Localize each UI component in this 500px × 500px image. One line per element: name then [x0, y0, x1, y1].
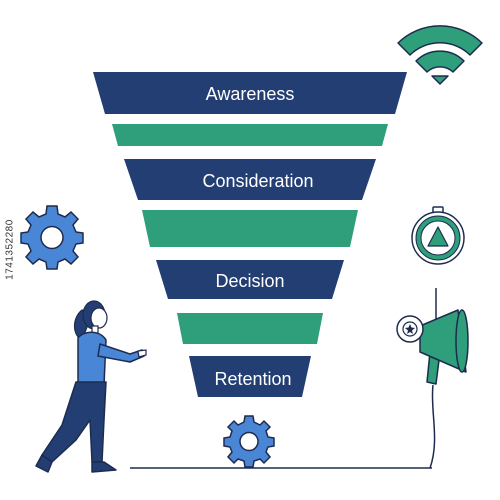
funnel-stage-consideration-band: [124, 159, 376, 200]
funnel-stage-consideration-label: Consideration: [202, 171, 313, 191]
image-id-text: 1741352280: [4, 219, 16, 280]
funnel-stage-awareness-band: [93, 72, 407, 114]
funnel-stage-retention-band: [189, 356, 311, 397]
funnel: Awareness Consideration Decision Retenti…: [93, 72, 407, 397]
funnel-band-green-1: [112, 124, 388, 146]
funnel-band-green-3: [177, 313, 323, 344]
compass-icon: [411, 206, 465, 265]
wifi-icon: [397, 25, 483, 85]
funnel-stage-decision-label: Decision: [215, 271, 284, 291]
gear-icon: [20, 205, 84, 270]
funnel-band-green-2: [142, 210, 358, 247]
gear-icon: [223, 415, 275, 468]
funnel-stage-awareness-label: Awareness: [206, 84, 295, 104]
megaphone-icon: [396, 288, 469, 469]
funnel-stage-decision-band: [156, 260, 344, 299]
woman-pointing-figure: [35, 300, 147, 473]
funnel-stage-retention-label: Retention: [214, 369, 291, 389]
